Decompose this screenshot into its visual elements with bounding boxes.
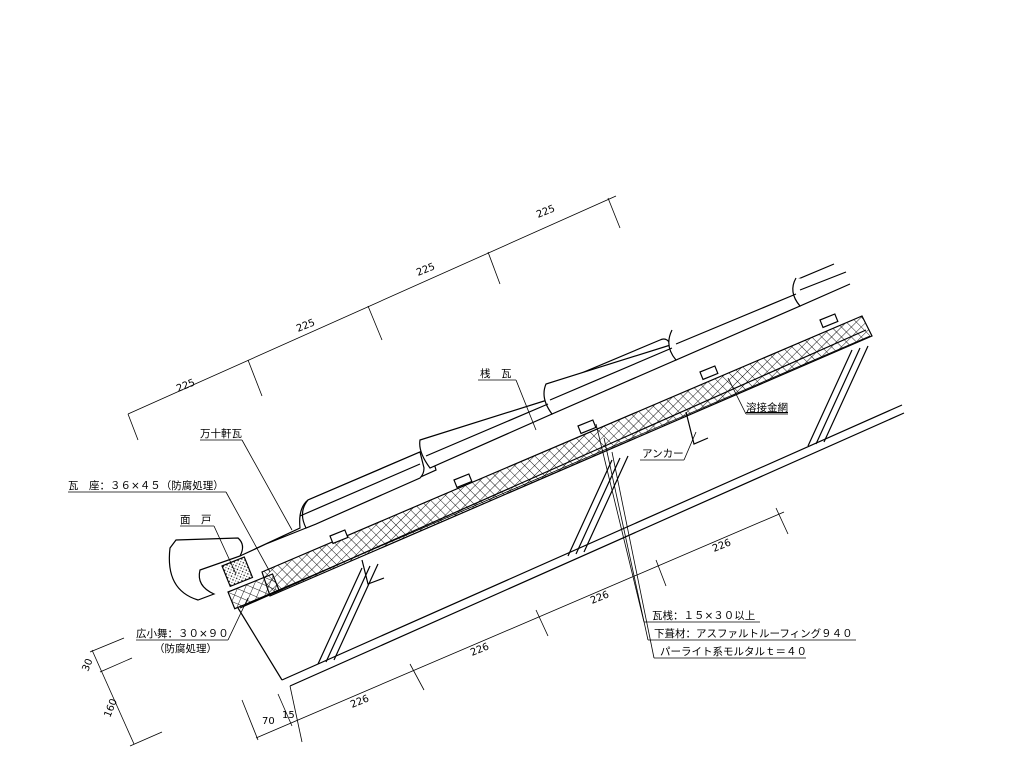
top-dim-1: 225 xyxy=(175,377,197,394)
label-kawaraza: 瓦 座：３６×４５（防腐処理） xyxy=(68,479,224,492)
board-face xyxy=(247,335,871,604)
board-lower-edge xyxy=(237,607,283,681)
roof-structure xyxy=(221,315,905,687)
annotations: 桟 瓦 万十軒瓦 瓦 座：３６×４５（防腐処理） 面 戸 広小舞：３０×９０ （… xyxy=(68,367,856,659)
bottom-dimension-chain: 70 15 226 226 226 226 xyxy=(241,507,789,743)
label-anchor: アンカー xyxy=(642,448,684,460)
label-shitabuki: 下葺材：アスファルトルーフィング９４０ xyxy=(654,627,853,640)
label-manjunokigawara: 万十軒瓦 xyxy=(200,427,242,440)
roof-tiles xyxy=(168,263,851,601)
bottom-dim-2: 226 xyxy=(469,641,491,658)
tile-2 xyxy=(301,451,425,529)
top-dim-2: 225 xyxy=(295,317,317,334)
eave-tile xyxy=(168,537,244,601)
bottom-dim-left-b: 15 xyxy=(282,710,295,721)
left-dim-b: 160 xyxy=(103,697,120,719)
label-hirokomai: 広小舞：３０×９０ xyxy=(136,627,229,640)
label-mendo: 面 戸 xyxy=(180,514,212,526)
hirokomai-board xyxy=(227,573,281,610)
label-sangawara: 桟 瓦 xyxy=(480,367,512,380)
tile-6 xyxy=(792,277,851,307)
label-perlite: パーライト系モルタルｔ＝４０ xyxy=(660,646,807,658)
anchor-bolts xyxy=(361,411,709,585)
label-hirokomai-note: （防腐処理） xyxy=(154,642,217,655)
label-yosetsu-kanaami: 溶接金網 xyxy=(746,401,788,414)
bottom-dim-1: 226 xyxy=(349,693,371,710)
left-dimension-chain: 30 160 xyxy=(81,637,163,747)
top-dim-4: 225 xyxy=(535,203,557,220)
kawaraza-block xyxy=(221,556,254,588)
bottom-dim-left-a: 70 xyxy=(262,716,275,727)
bottom-dim-3: 226 xyxy=(589,589,611,606)
tile-battens xyxy=(329,313,839,545)
label-kawarasan: 瓦桟：１５×３０以上 xyxy=(652,609,755,622)
left-dim-a: 30 xyxy=(81,657,96,673)
deck-underside-line xyxy=(281,404,903,681)
top-dim-3: 225 xyxy=(415,261,437,278)
bottom-dim-4: 226 xyxy=(711,537,733,554)
deck-underside-line-2 xyxy=(289,412,905,687)
support-members xyxy=(317,345,869,665)
